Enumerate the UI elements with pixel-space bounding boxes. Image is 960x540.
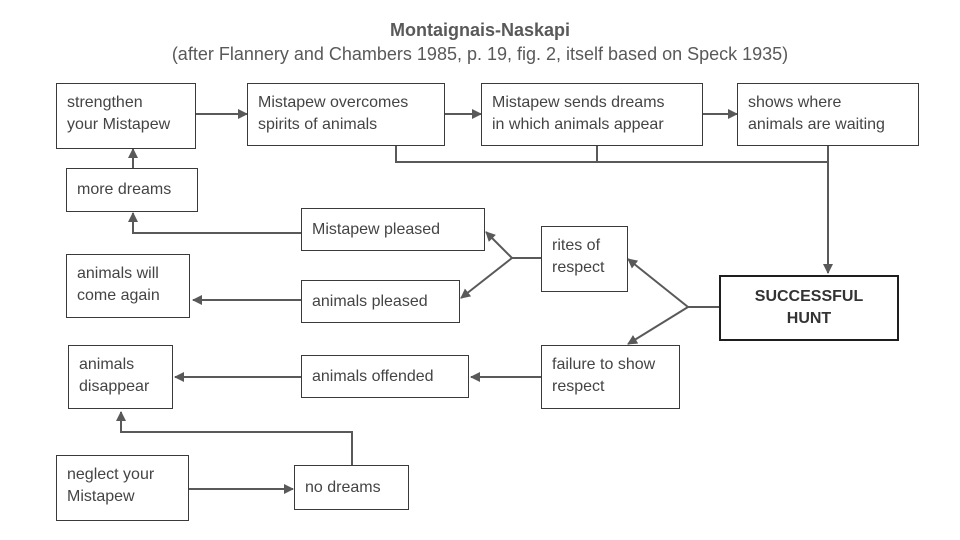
node-failure-to-show-respect: failure to show respect bbox=[541, 345, 680, 409]
diagram-title: Montaignais-Naskapi bbox=[389, 20, 571, 40]
node-animals-pleased: animals pleased bbox=[301, 280, 460, 323]
node-mistapew-sends-dreams: Mistapew sends dreams in which animals a… bbox=[481, 83, 703, 146]
node-animals-come-again: animals will come again bbox=[66, 254, 190, 318]
bracket-top-row bbox=[395, 146, 828, 163]
node-animals-offended: animals offended bbox=[301, 355, 469, 398]
node-successful-hunt: SUCCESSFUL HUNT bbox=[719, 275, 899, 341]
node-strengthen-mistapew: strengthen your Mistapew bbox=[56, 83, 196, 149]
node-animals-disappear: animals disappear bbox=[68, 345, 173, 409]
arrow-rites-to-mistapew-pleased bbox=[485, 231, 513, 259]
node-no-dreams: no dreams bbox=[294, 465, 409, 510]
arrow-no-dreams-to-disappear bbox=[116, 411, 353, 465]
node-more-dreams: more dreams bbox=[66, 168, 198, 212]
arrow-pleased-to-more-dreams bbox=[128, 212, 301, 234]
node-mistapew-pleased: Mistapew pleased bbox=[301, 208, 485, 251]
arrow-hunt-to-failure bbox=[627, 306, 689, 345]
node-mistapew-overcomes: Mistapew overcomes spirits of animals bbox=[247, 83, 445, 146]
node-neglect-mistapew: neglect your Mistapew bbox=[56, 455, 189, 521]
node-shows-where: shows where animals are waiting bbox=[737, 83, 919, 146]
arrow-rites-to-animals-pleased bbox=[460, 257, 513, 299]
diagram-subtitle: (after Flannery and Chambers 1985, p. 19… bbox=[171, 44, 789, 64]
arrow-hunt-to-rites bbox=[627, 258, 689, 308]
node-rites-of-respect: rites of respect bbox=[541, 226, 628, 292]
